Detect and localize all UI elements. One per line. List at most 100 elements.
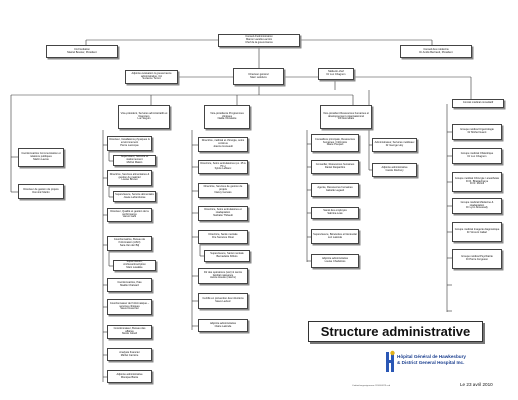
revision-date: Le 23 avril 2010 — [460, 382, 493, 387]
node-text-line: Dr Vincent Caliari — [466, 231, 488, 234]
node-text-line: Dr Luc Chagnon — [467, 155, 487, 158]
node-text-line: Sara Van der Bijl — [119, 243, 140, 247]
node-text-line: Directrice, Services de gestion de proje… — [203, 185, 243, 192]
node-comite-medical[interactable]: Comité médical consultatif — [452, 99, 504, 108]
node-dir-operations[interactable]: Dir des opérations (soir) & centre famil… — [198, 268, 248, 284]
node-text-line: Louise Charlebois — [324, 260, 346, 263]
page-title: Structure administrative — [308, 321, 483, 342]
node-dir-qualite[interactable]: Directeur, Qualité et gestion de la perf… — [107, 208, 152, 222]
node-text-line: Coordonnatrice, Bureau de l'information … — [113, 238, 146, 245]
node-text-line: Maëlle Chalvard — [120, 284, 139, 287]
node-dir-gestion-lits[interactable]: Directrice, Services de gestion de proje… — [198, 183, 248, 198]
node-text-line: Coordonnateur, Bureau des affaires — [113, 326, 146, 333]
node-label: Directeur, Installations physiques & env… — [109, 138, 150, 148]
node-vp-services-admin[interactable]: Vice-président, Services administratifs … — [118, 105, 170, 129]
node-dir-installations[interactable]: Directeur, Installations physiques & env… — [107, 136, 152, 151]
node-text-line: Dr R. Bhattacharya — [465, 179, 489, 183]
node-text-line: Sabrina Losé — [327, 212, 343, 215]
node-text-line: CA Fondation — [74, 47, 90, 51]
node-dir-soins-ambulatoires[interactable]: Directrice, Soins ambulatoires et réadap… — [198, 206, 248, 221]
node-text-line: Groupe médical Obstétrique — [460, 152, 494, 156]
node-text-line: Suzanne Turcot — [142, 77, 161, 81]
node-dir-information[interactable]: Coordonnatrice, Bureau de l'information … — [107, 236, 152, 251]
node-label: Directrice, Services de gestion de proje… — [200, 185, 246, 195]
node-dir-urgence[interactable]: Directrice, Soins ambulatoires (ex. 25 à… — [198, 160, 248, 174]
node-conseillere-principale[interactable]: Conseillère principale, Ressources humai… — [311, 134, 359, 152]
node-text-line: Superviseure, Archives/Inscription — [123, 260, 146, 267]
node-text-line: Lori Lalonde — [327, 235, 343, 239]
node-text-line: Monique Biette — [120, 375, 139, 379]
node-text-line: Groupe médical Chirurgie / anesthésie — [454, 176, 500, 180]
node-text-line: Superviseure, Service alimentaire — [115, 192, 154, 196]
node-text-line: Nathalie Thibault — [213, 213, 233, 217]
logo-line-1: Hôpital Général de Hawkesbury — [397, 354, 466, 359]
logo-text: Hôpital Général de Hawkesbury & District… — [397, 354, 466, 365]
node-communications[interactable]: Coordonnatrice Communication et relation… — [18, 148, 64, 167]
node-text-line: Analyste financier — [119, 350, 140, 354]
node-label: Coordonnateur de l'informatique – servic… — [109, 302, 150, 312]
node-label: Vice-président, Services administratifs … — [120, 112, 168, 122]
node-text-line: Superviseure, Santé mentale — [210, 252, 244, 256]
node-dir-services-alimentaires[interactable]: Directrice, Services alimentaires & gest… — [107, 170, 152, 186]
node-text-line: Nancy Gervais — [214, 190, 232, 194]
node-label: Dir des opérations (soir) & centre famil… — [200, 271, 246, 281]
node-text-line: Steve Duvernier — [120, 307, 139, 311]
node-coord-informatique[interactable]: Coordonnateur de l'informatique – servic… — [107, 299, 152, 315]
node-text-line: Adjointe administrative — [116, 372, 143, 376]
node-text-line: Carole Roxbury — [385, 169, 404, 172]
node-text-line: Adjointe évaluation & gouvernance admini… — [131, 71, 172, 78]
node-label: Vice-président Ressources humaines et dé… — [322, 112, 370, 122]
node-dir-medical[interactable]: Directrice, médical et chirurgie, soins … — [198, 137, 248, 152]
node-label: Directrice, médical et chirurgie, soins … — [200, 139, 246, 149]
node-text-line: Daniel Desjardins — [324, 166, 346, 169]
node-vp-ressources-humaines[interactable]: Vice-président Ressources humaines et dé… — [320, 105, 372, 129]
node-adjointe-evaluation[interactable]: Adjointe évaluation & gouvernance admini… — [125, 70, 178, 84]
node-text-line: Nicole Girard — [121, 332, 138, 336]
node-text-line: Dr George Hoy — [385, 144, 404, 147]
